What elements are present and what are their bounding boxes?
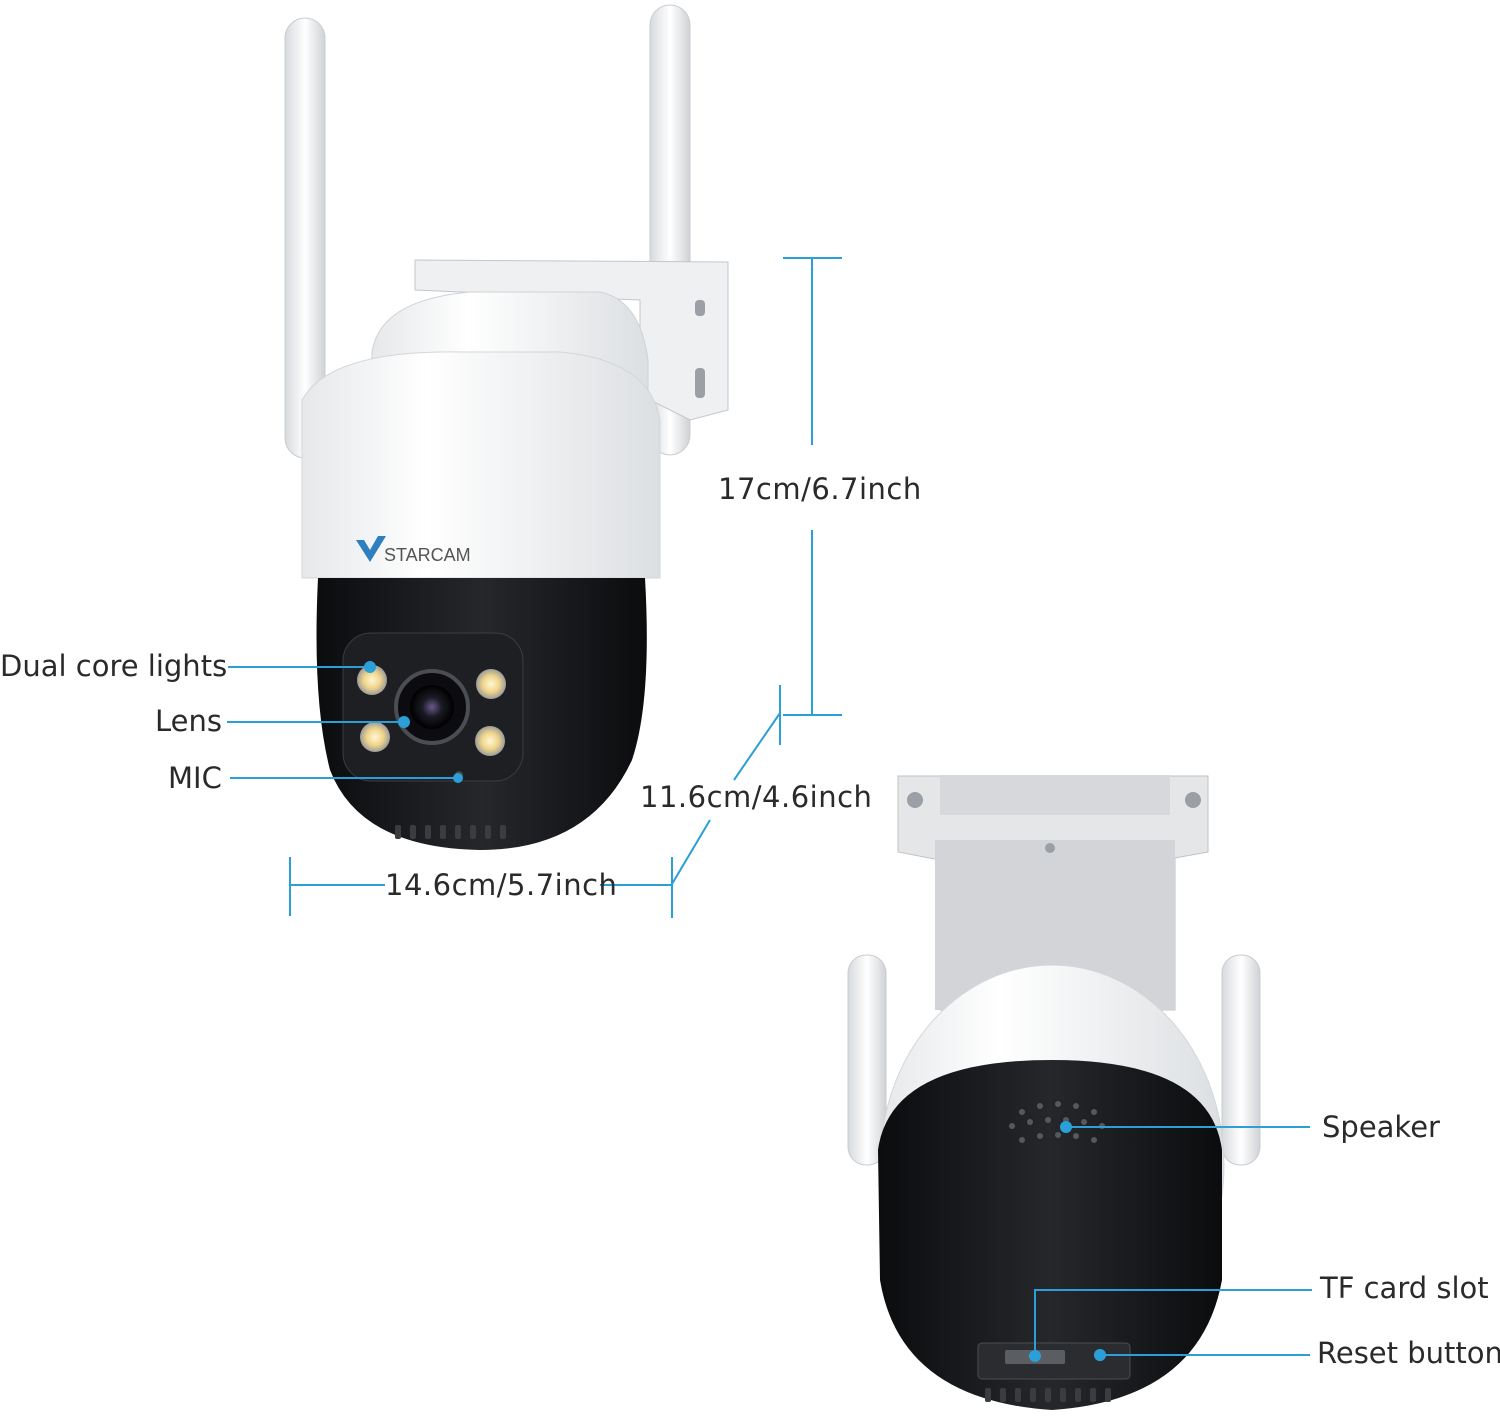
brand-logo: STARCAM: [356, 536, 471, 565]
back-black-body: [878, 1060, 1222, 1410]
callout-reset-button: Reset button: [1317, 1336, 1500, 1370]
dimension-height: 17cm/6.7inch: [718, 472, 922, 506]
wall-bracket: [414, 259, 729, 421]
back-camera: [847, 775, 1261, 1410]
led-top-left: [357, 665, 387, 695]
led-bottom-right: [475, 726, 505, 756]
led-bottom-left: [360, 722, 390, 752]
back-right-antenna: [1221, 954, 1261, 1166]
callout-tf-card-slot: TF card slot: [1320, 1271, 1489, 1305]
callout-lens: Lens: [155, 704, 222, 738]
callout-dual-core-lights: Dual core lights: [0, 649, 228, 683]
white-housing: [301, 351, 661, 579]
svg-text:STARCAM: STARCAM: [384, 545, 471, 565]
speaker-grille: [1009, 1101, 1105, 1143]
callout-mic: MIC: [168, 761, 222, 795]
front-camera: STARCAM: [284, 4, 729, 850]
callout-lines: [227, 661, 1312, 1362]
bottom-vents: [395, 825, 506, 839]
dimension-lines: [289, 257, 842, 918]
back-left-antenna: [847, 954, 887, 1166]
dimension-depth: 11.6cm/4.6inch: [640, 780, 873, 814]
dimension-width: 14.6cm/5.7inch: [385, 868, 618, 902]
led-top-right: [476, 669, 506, 699]
callout-speaker: Speaker: [1322, 1110, 1440, 1144]
